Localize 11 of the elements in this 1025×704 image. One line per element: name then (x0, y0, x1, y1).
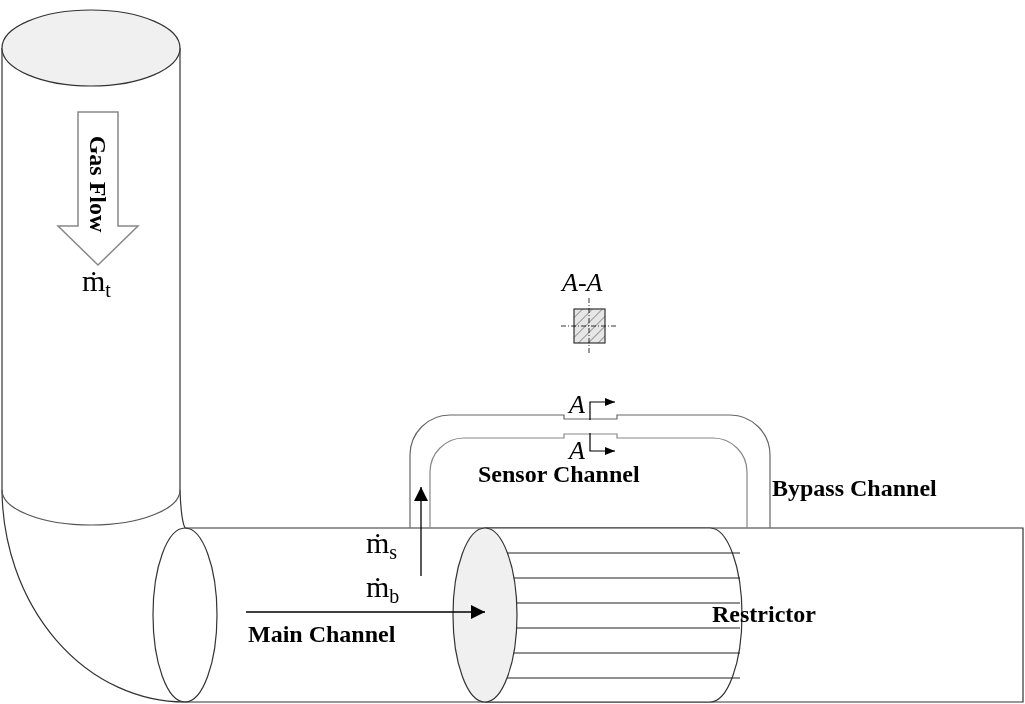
channel-label: Bypass Channel (772, 476, 937, 500)
part-label: Restrictor (712, 602, 816, 626)
flow-symbol: ṁ$_{b}$ (366, 572, 400, 606)
section-label: A (569, 392, 585, 418)
flow-symbol: ṁ$_{s}$ (366, 528, 398, 562)
channel-label: Main Channel (248, 622, 396, 646)
channel-label: Sensor Channel (478, 462, 640, 486)
arrow-label: Gas Flow (86, 135, 110, 233)
flow-symbol: ṁ$_{t}$ (82, 266, 111, 300)
section-label: A-A (562, 270, 603, 296)
section-label: A (569, 438, 585, 464)
